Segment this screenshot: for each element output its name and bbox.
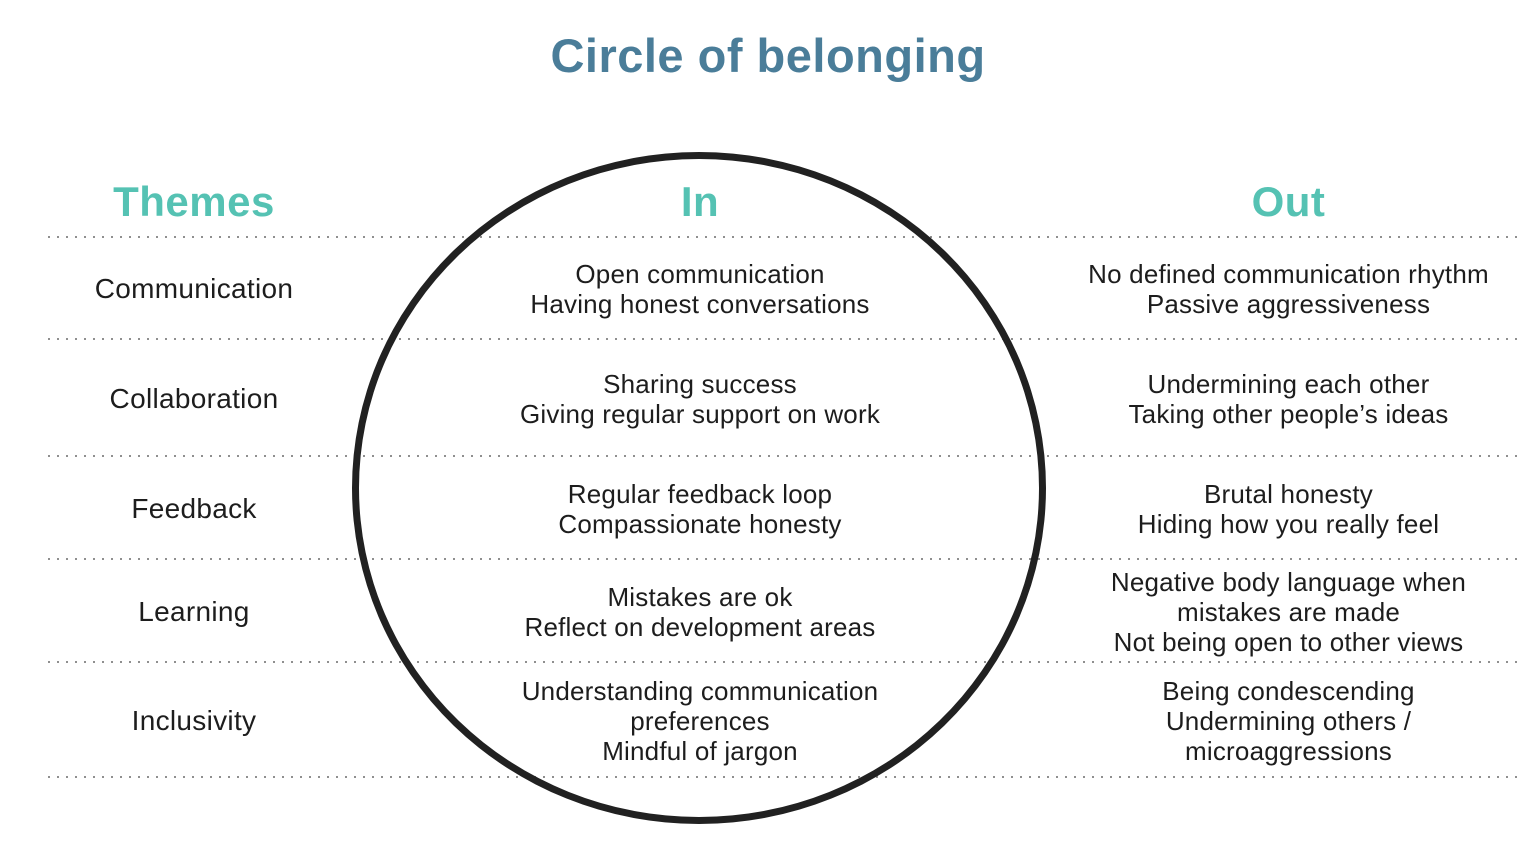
- column-header-in: In: [680, 177, 720, 225]
- in-phrase: Having honest conversations: [530, 289, 870, 319]
- in-phrase: Understanding communication preferences: [521, 675, 879, 736]
- table-row: Inclusivity Understanding communication p…: [48, 663, 1517, 778]
- theme-label-collaboration: Collaboration: [109, 382, 279, 414]
- out-phrase: No defined communication rhythm: [1088, 259, 1489, 289]
- out-phrase: Negative body language when mistakes are…: [1110, 566, 1467, 627]
- in-phrase: Mindful of jargon: [602, 735, 798, 766]
- column-header-out: Out: [1251, 177, 1326, 225]
- out-phrase: Being condescending: [1162, 675, 1415, 706]
- table-header-row: Themes In Out: [48, 165, 1517, 238]
- in-phrase: Compassionate honesty: [558, 508, 842, 539]
- in-phrase: Sharing success: [603, 368, 797, 399]
- column-header-themes: Themes: [113, 177, 275, 225]
- page-title: Circle of belonging: [550, 29, 986, 82]
- in-phrase: Reflect on development areas: [524, 611, 876, 642]
- out-phrase: Hiding how you really feel: [1137, 508, 1440, 539]
- theme-label-learning: Learning: [138, 595, 250, 627]
- in-phrase: Open communication: [575, 259, 825, 289]
- in-phrase: Mistakes are ok: [607, 581, 793, 612]
- in-phrase: Regular feedback loop: [567, 478, 833, 509]
- out-cell-learning: Negative body language when mistakes are…: [1060, 560, 1517, 663]
- out-phrase: Taking other people’s ideas: [1128, 398, 1449, 429]
- theme-label-feedback: Feedback: [131, 492, 257, 524]
- out-phrase: Undermining each other: [1147, 368, 1430, 399]
- themes-table: Themes In Out Communication Open communic…: [48, 165, 1517, 778]
- out-phrase: Undermining others / microaggressions: [1165, 705, 1412, 766]
- out-phrase: Passive aggressiveness: [1146, 289, 1431, 319]
- out-phrase: Brutal honesty: [1203, 478, 1373, 509]
- theme-label-communication: Communication: [94, 273, 294, 304]
- out-phrase: Not being open to other views: [1113, 626, 1464, 657]
- theme-label-inclusivity: Inclusivity: [131, 704, 257, 736]
- in-phrase: Giving regular support on work: [519, 398, 881, 429]
